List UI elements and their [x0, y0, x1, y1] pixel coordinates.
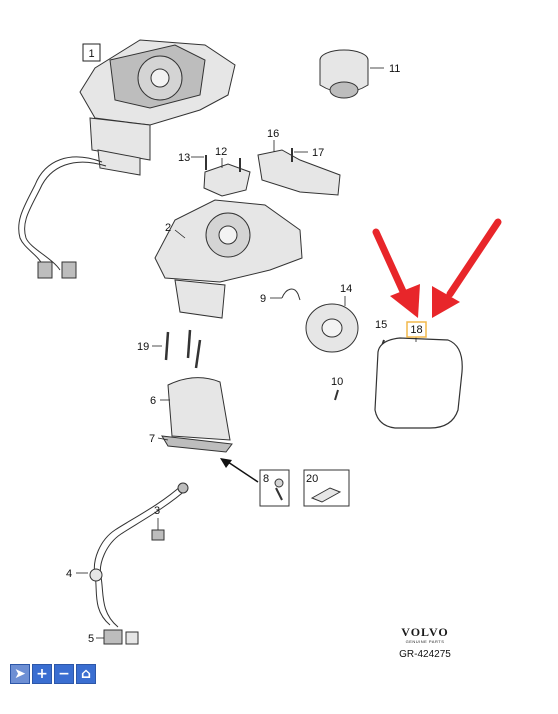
part-10-screw [334, 389, 339, 401]
callout-5: 5 [88, 633, 94, 645]
callout-16: 16 [267, 128, 279, 140]
connector-icon [37, 261, 53, 279]
callout-1: 1 [88, 48, 94, 60]
pointer-icon[interactable]: ➤ [10, 664, 30, 684]
callout-17: 17 [312, 147, 324, 159]
lower-wiring-harness [76, 482, 189, 645]
callout-4: 4 [66, 568, 72, 580]
callout-3: 3 [154, 505, 160, 517]
part-6-cover [160, 377, 231, 441]
part-17-screw [291, 148, 308, 162]
red-arrow-left [372, 228, 420, 318]
connector-icon [103, 629, 123, 645]
zoom-in-icon[interactable]: + [32, 664, 52, 684]
clip-icon [151, 529, 165, 541]
part-1-wiring-harness [18, 156, 107, 279]
callout-14: 14 [340, 283, 352, 295]
part-9-clip [270, 288, 301, 301]
connector-icon [61, 261, 77, 279]
callout-15: 15 [375, 319, 387, 331]
callout-6: 6 [150, 395, 156, 407]
part-20-box [303, 469, 350, 507]
zoom-out-icon[interactable]: − [54, 664, 74, 684]
callout-13: 13 [178, 152, 190, 164]
part-7-seal [157, 435, 233, 453]
part-1-mirror-housing [79, 39, 236, 176]
part-13-screw [191, 155, 207, 170]
home-icon[interactable]: ⌂ [76, 664, 96, 684]
part-8-box [259, 469, 290, 507]
brand-subtitle: GENUINE PARTS [406, 639, 445, 644]
callout-19: 19 [137, 341, 149, 353]
connector-icon [125, 631, 139, 645]
diagram-reference: GR-424275 [399, 649, 451, 660]
callout-7: 7 [149, 433, 155, 445]
callout-18: 18 [410, 324, 422, 336]
brand-logo: VOLVO [401, 625, 448, 639]
part-2-mirror-base [154, 199, 303, 319]
callout-8: 8 [263, 473, 269, 485]
part-14-actuator [305, 296, 359, 353]
viewer-toolbar: ➤ + − ⌂ [10, 664, 96, 684]
part-19-bolts [152, 329, 202, 369]
callout-9: 9 [260, 293, 266, 305]
red-arrow-right [432, 218, 502, 318]
part-11-motor [319, 49, 384, 99]
callout-box-1 [82, 43, 101, 62]
callout-20: 20 [306, 473, 318, 485]
callout-2: 2 [165, 222, 171, 234]
assembly-arrow [220, 458, 259, 483]
callout-10: 10 [331, 376, 343, 388]
part-18-mirror-glass [374, 337, 463, 429]
part-16-bracket [257, 140, 341, 196]
callout-11: 11 [389, 63, 400, 75]
callout-box-18 [406, 321, 427, 338]
part-12-clip [203, 158, 251, 197]
callout-12: 12 [215, 146, 227, 158]
